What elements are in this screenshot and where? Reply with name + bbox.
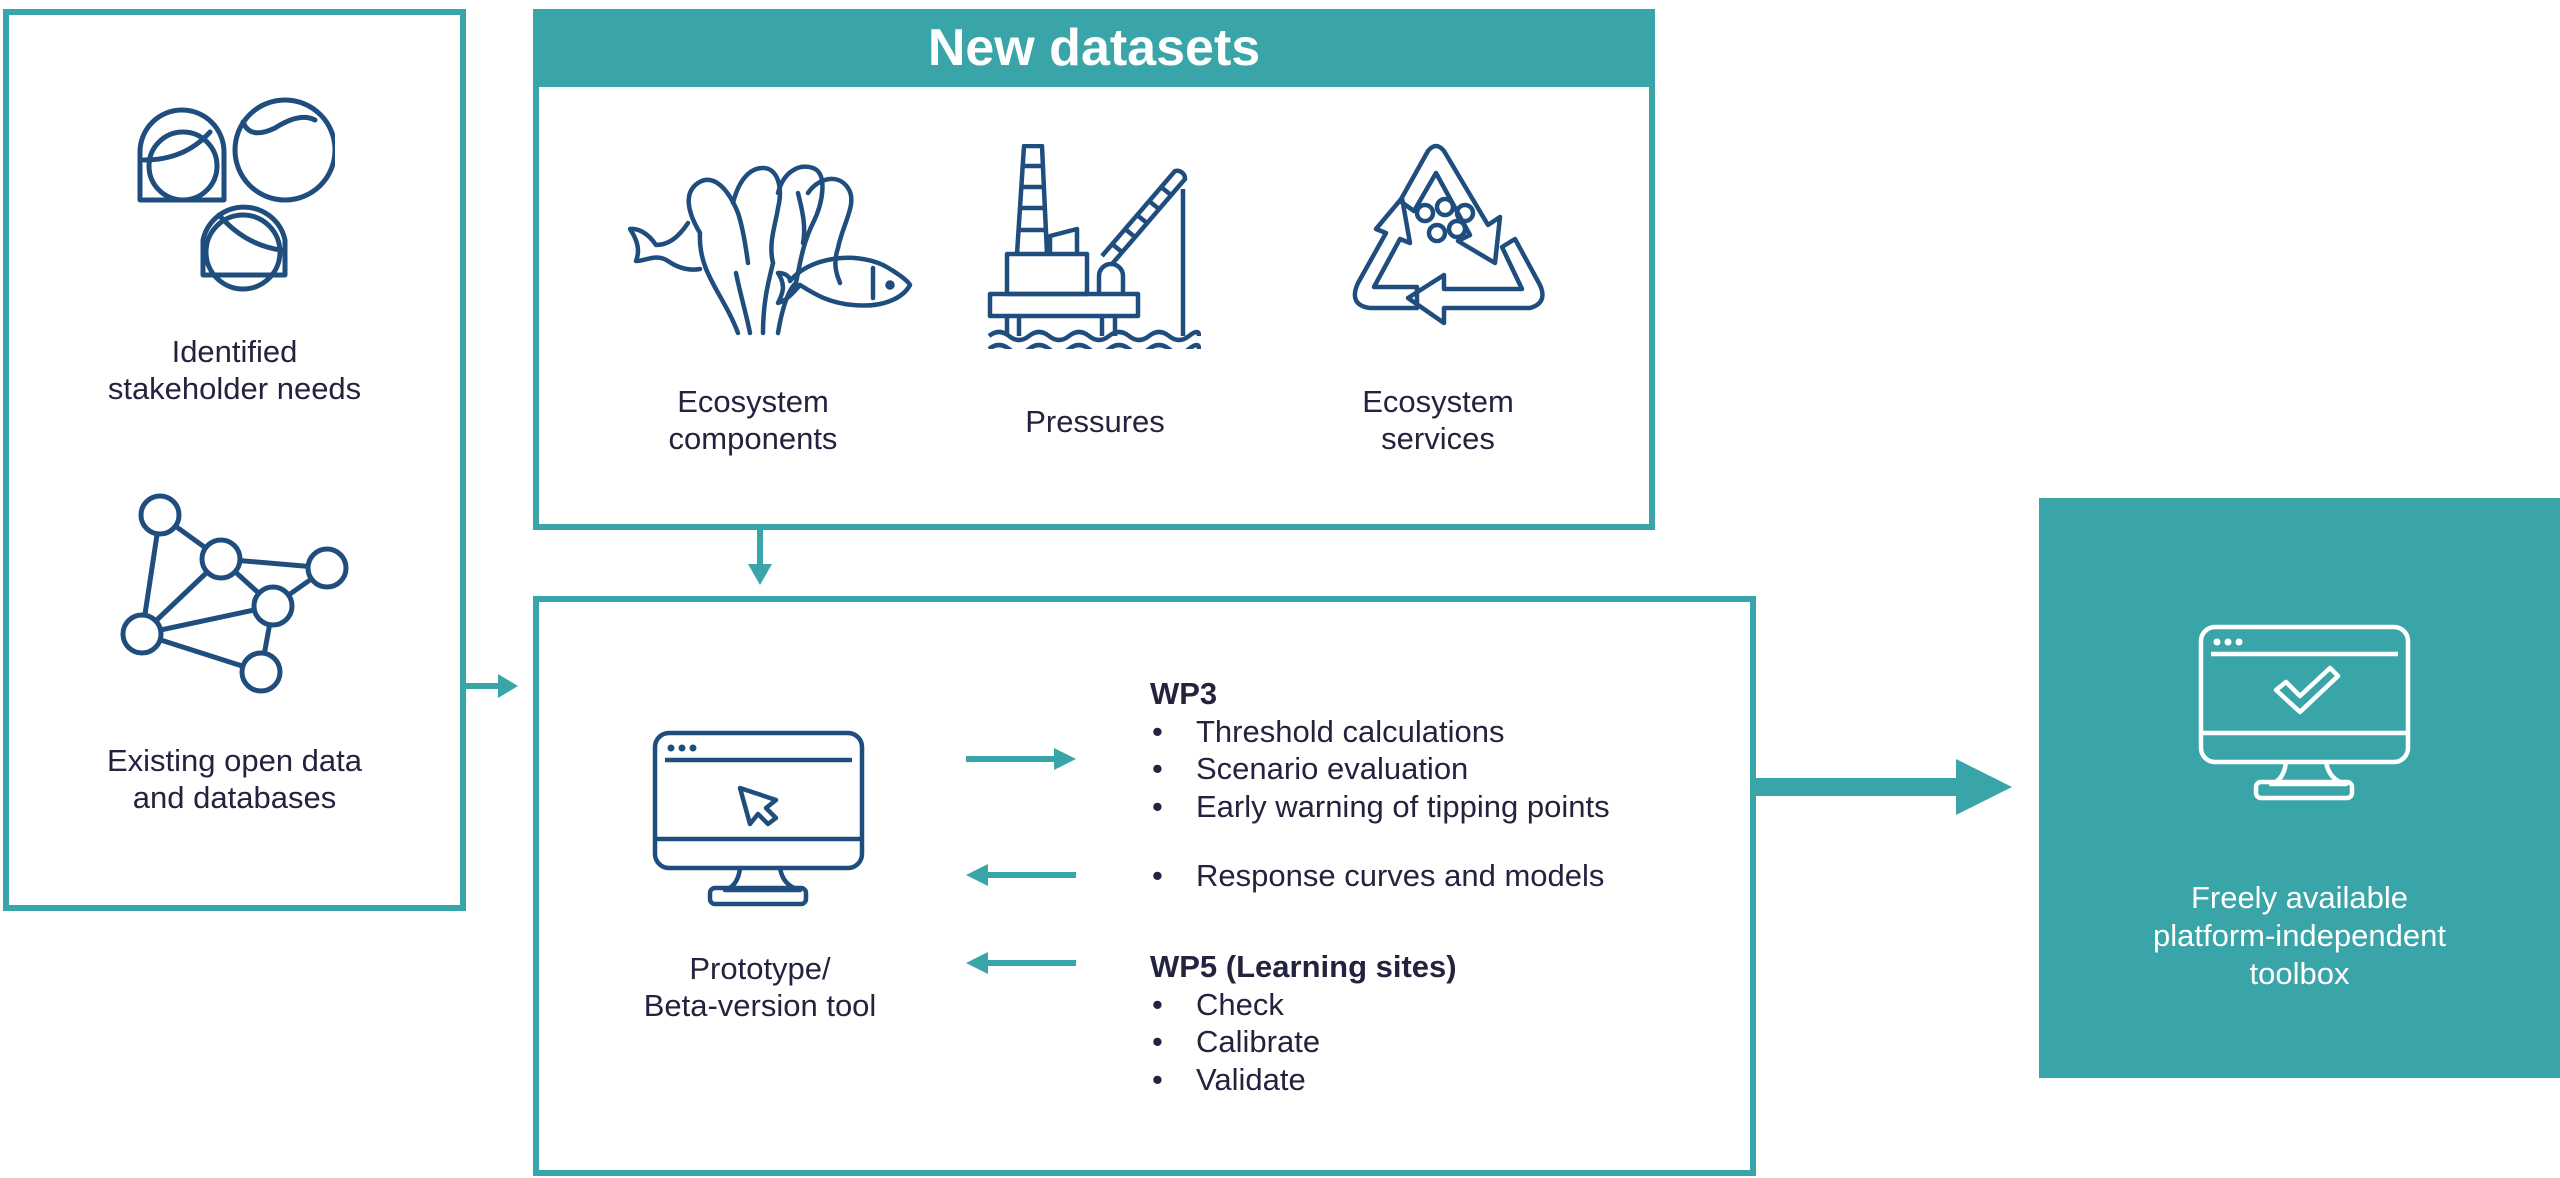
toolbox-label-line1: Freely available bbox=[2190, 880, 2409, 915]
wp5-item: Calibrate bbox=[1150, 1023, 1457, 1061]
stakeholders-label-line2: stakeholder needs bbox=[107, 371, 362, 406]
wp3-heading: WP3 bbox=[1150, 676, 1218, 711]
pressures-line1: Pressures bbox=[1025, 404, 1165, 439]
toolbox-label: Freely available platform-independent to… bbox=[2039, 879, 2560, 993]
toolbox-panel bbox=[2039, 498, 2560, 1078]
toolbox-label-line2: platform-independent bbox=[2153, 918, 2446, 953]
arrow-down-icon bbox=[748, 530, 772, 585]
prototype-label-line2: Beta-version tool bbox=[643, 988, 877, 1023]
open-data-label: Existing open data and databases bbox=[3, 742, 466, 816]
pressures-label: Pressures bbox=[995, 403, 1195, 440]
wp3-item: Early warning of tipping points bbox=[1150, 788, 1610, 826]
monitor-check-icon bbox=[2196, 622, 2413, 807]
wp3-return-block: Response curves and models bbox=[1150, 857, 1604, 895]
wp5-item: Validate bbox=[1150, 1061, 1457, 1099]
open-data-label-line1: Existing open data bbox=[106, 743, 363, 778]
wp5-block: WP5 (Learning sites) Check Calibrate Val… bbox=[1150, 948, 1457, 1098]
seaweed-fish-icon bbox=[628, 153, 913, 338]
wp3-item: Threshold calculations bbox=[1150, 713, 1610, 751]
oil-rig-icon bbox=[987, 144, 1201, 349]
wp3-block: WP3 Threshold calculations Scenario eval… bbox=[1150, 675, 1610, 825]
people-icon bbox=[135, 90, 335, 295]
ecosystem-components-line1: Ecosystem bbox=[677, 384, 829, 419]
arrow-to-wp3-icon bbox=[966, 747, 1076, 771]
stakeholders-label-line1: Identified bbox=[171, 334, 298, 369]
network-icon bbox=[120, 490, 365, 705]
new-datasets-title: New datasets bbox=[533, 9, 1655, 87]
wp3-item: Scenario evaluation bbox=[1150, 750, 1610, 788]
stakeholders-label: Identified stakeholder needs bbox=[3, 333, 466, 407]
arrow-from-wp5-icon bbox=[966, 951, 1076, 975]
wp5-item: Check bbox=[1150, 986, 1457, 1024]
monitor-cursor-icon bbox=[650, 728, 867, 913]
wp3-return-item: Response curves and models bbox=[1150, 857, 1604, 895]
prototype-label: Prototype/ Beta-version tool bbox=[600, 950, 920, 1024]
ecosystem-services-line2: services bbox=[1381, 421, 1495, 456]
ecosystem-components-label: Ecosystem components bbox=[653, 383, 853, 457]
ecosystem-services-line1: Ecosystem bbox=[1362, 384, 1514, 419]
ecosystem-services-label: Ecosystem services bbox=[1338, 383, 1538, 457]
ecosystem-components-line2: components bbox=[668, 421, 838, 456]
toolbox-label-line3: toolbox bbox=[2249, 956, 2350, 991]
open-data-label-line2: and databases bbox=[132, 780, 337, 815]
arrow-from-wp3-icon bbox=[966, 863, 1076, 887]
wp5-heading: WP5 (Learning sites) bbox=[1150, 949, 1457, 984]
arrow-to-toolbox-icon bbox=[1756, 759, 2012, 815]
prototype-label-line1: Prototype/ bbox=[689, 951, 831, 986]
arrow-right-icon bbox=[466, 674, 518, 698]
recycle-icon bbox=[1340, 143, 1550, 338]
